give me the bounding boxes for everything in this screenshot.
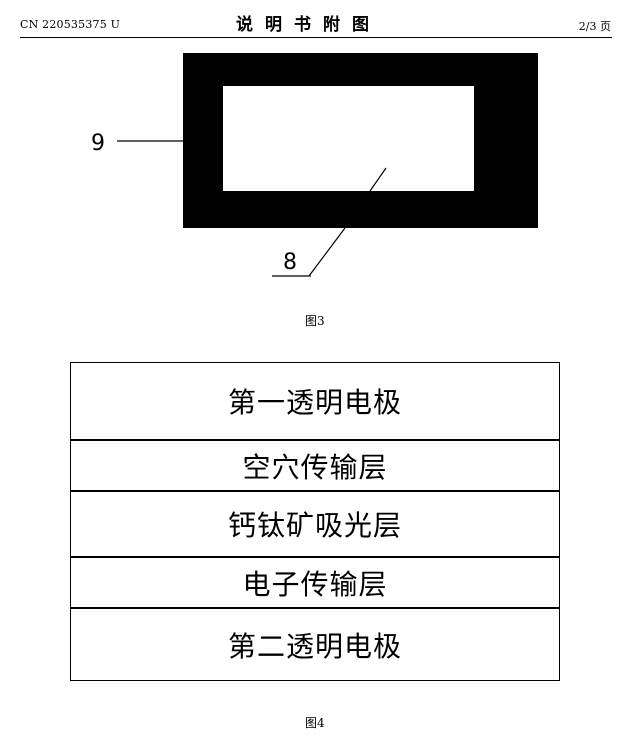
- leader-line-8-outer: [308, 227, 346, 277]
- figure-4-caption: 图4: [305, 716, 325, 730]
- reference-label-9: 9: [91, 131, 105, 156]
- patent-number: CN 220535375 U: [20, 18, 121, 31]
- reference-label-8: 8: [283, 250, 297, 275]
- inner-window: [223, 86, 474, 191]
- header-divider: [20, 37, 612, 38]
- figure-3-caption: 图3: [305, 314, 325, 328]
- page-title: 说明书附图: [236, 15, 381, 35]
- layer-second-transparent-electrode: 第二透明电极: [71, 607, 559, 680]
- layer-hole-transport: 空穴传输层: [71, 439, 559, 490]
- layer-perovskite-absorber: 钙钛矿吸光层: [71, 490, 559, 556]
- figure-3-drawing: 9 8: [91, 53, 538, 277]
- layer-stack-diagram: 第一透明电极 空穴传输层 钙钛矿吸光层 电子传输层 第二透明电极: [70, 362, 560, 681]
- layer-electron-transport: 电子传输层: [71, 556, 559, 607]
- layer-first-transparent-electrode: 第一透明电极: [227, 386, 402, 419]
- leader-line-8-inner: [369, 167, 387, 192]
- page-number: 2/3 页: [578, 20, 611, 33]
